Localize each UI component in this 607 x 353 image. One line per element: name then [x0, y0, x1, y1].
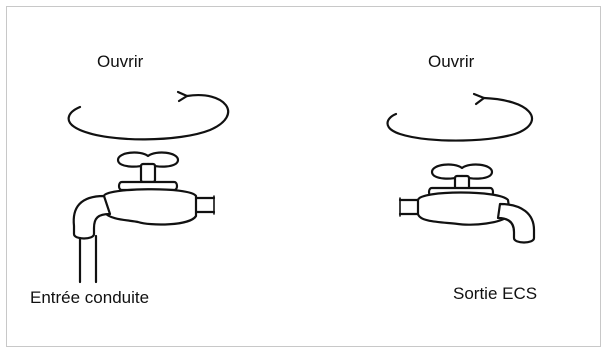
open-label-left: Ouvrir — [97, 52, 143, 72]
right-faucet-icon — [400, 165, 534, 243]
outlet-label: Sortie ECS — [453, 284, 537, 304]
left-faucet-icon — [74, 153, 214, 282]
left-rotation-arrow-icon — [69, 92, 229, 139]
right-rotation-arrow-icon — [388, 94, 533, 141]
inlet-label: Entrée conduite — [30, 288, 149, 308]
open-label-right: Ouvrir — [428, 52, 474, 72]
